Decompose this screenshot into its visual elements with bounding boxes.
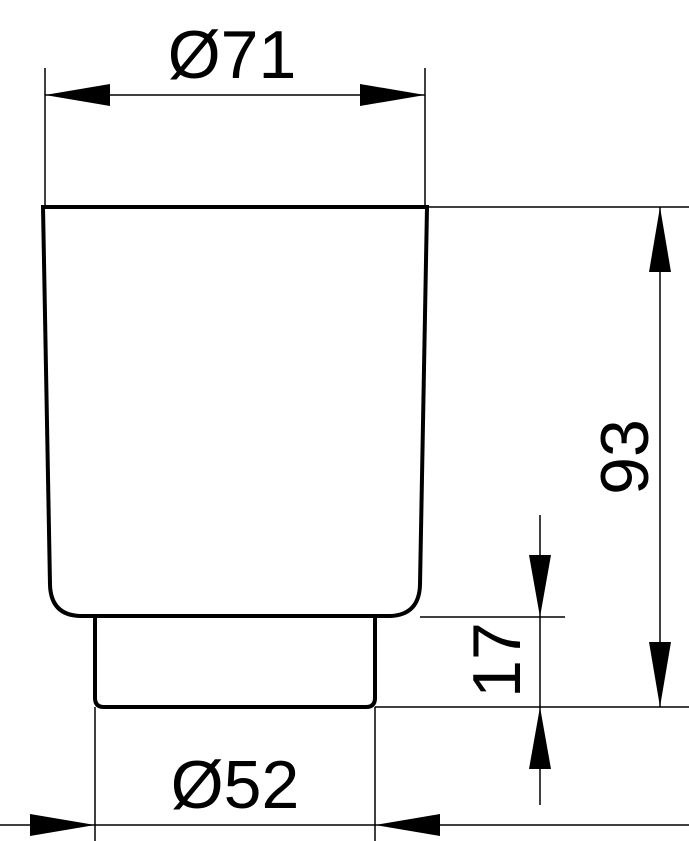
arrow-left-icon <box>375 814 440 836</box>
cup-base <box>93 618 377 709</box>
arrow-up-icon <box>529 707 551 769</box>
arrow-right-icon <box>30 814 95 836</box>
base-diameter-label: Ø52 <box>171 747 300 823</box>
arrow-left-icon <box>45 84 110 106</box>
arrow-up-icon <box>649 207 671 272</box>
cup-body <box>40 205 430 618</box>
arrow-right-icon <box>360 84 425 106</box>
base-height-label: 17 <box>459 622 535 698</box>
height-label: 93 <box>587 419 663 495</box>
top-diameter-label: Ø71 <box>168 17 297 93</box>
arrow-down-icon <box>529 555 551 617</box>
arrow-down-icon <box>649 642 671 707</box>
